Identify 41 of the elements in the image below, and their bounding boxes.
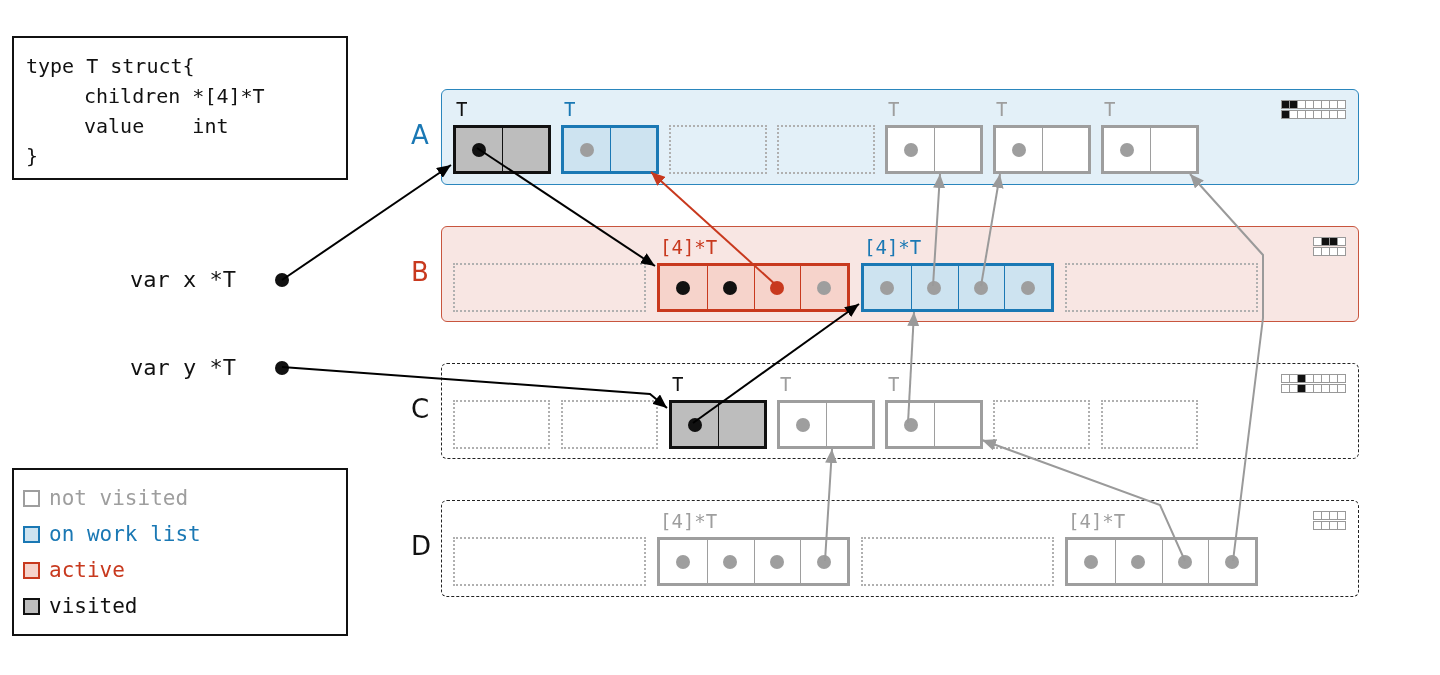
empty-slot bbox=[453, 537, 646, 586]
legend-label: active bbox=[49, 560, 125, 581]
span-label: A bbox=[411, 122, 429, 148]
variable-name: var x *T bbox=[130, 269, 236, 291]
empty-slot bbox=[1065, 263, 1258, 312]
empty-slot bbox=[777, 125, 875, 174]
type-label: [4]*T bbox=[1068, 512, 1126, 531]
empty-slot bbox=[453, 400, 550, 449]
legend-label: not visited bbox=[49, 488, 189, 509]
span-label: D bbox=[411, 533, 432, 559]
code-line: type T struct{ bbox=[26, 56, 195, 76]
type-label: T bbox=[456, 100, 468, 119]
empty-slot bbox=[861, 537, 1054, 586]
pointer-arrow bbox=[692, 303, 860, 424]
pointer-arrow bbox=[281, 366, 668, 409]
type-label: [4]*T bbox=[864, 238, 922, 257]
code-line: } bbox=[26, 146, 39, 166]
type-label: T bbox=[780, 375, 792, 394]
variable-name: var y *T bbox=[130, 357, 236, 379]
type-label: T bbox=[996, 100, 1008, 119]
type-label: [4]*T bbox=[660, 512, 718, 531]
pointer-arrow bbox=[281, 164, 452, 281]
empty-slot bbox=[669, 125, 767, 174]
empty-slot bbox=[561, 400, 658, 449]
legend-label: on work list bbox=[49, 524, 201, 545]
pointer-arrow bbox=[476, 147, 656, 267]
type-label: T bbox=[888, 100, 900, 119]
code-line: value int bbox=[84, 116, 229, 136]
span-label: C bbox=[411, 396, 430, 422]
empty-slot bbox=[1101, 400, 1198, 449]
code-box bbox=[12, 36, 348, 180]
empty-slot bbox=[993, 400, 1090, 449]
span-label: B bbox=[411, 259, 429, 285]
type-label: T bbox=[672, 375, 684, 394]
type-label: [4]*T bbox=[660, 238, 718, 257]
code-line: children *[4]*T bbox=[84, 86, 265, 106]
type-label: T bbox=[564, 100, 576, 119]
type-label: T bbox=[888, 375, 900, 394]
type-label: T bbox=[1104, 100, 1116, 119]
legend-label: visited bbox=[49, 596, 138, 617]
empty-slot bbox=[453, 263, 646, 312]
